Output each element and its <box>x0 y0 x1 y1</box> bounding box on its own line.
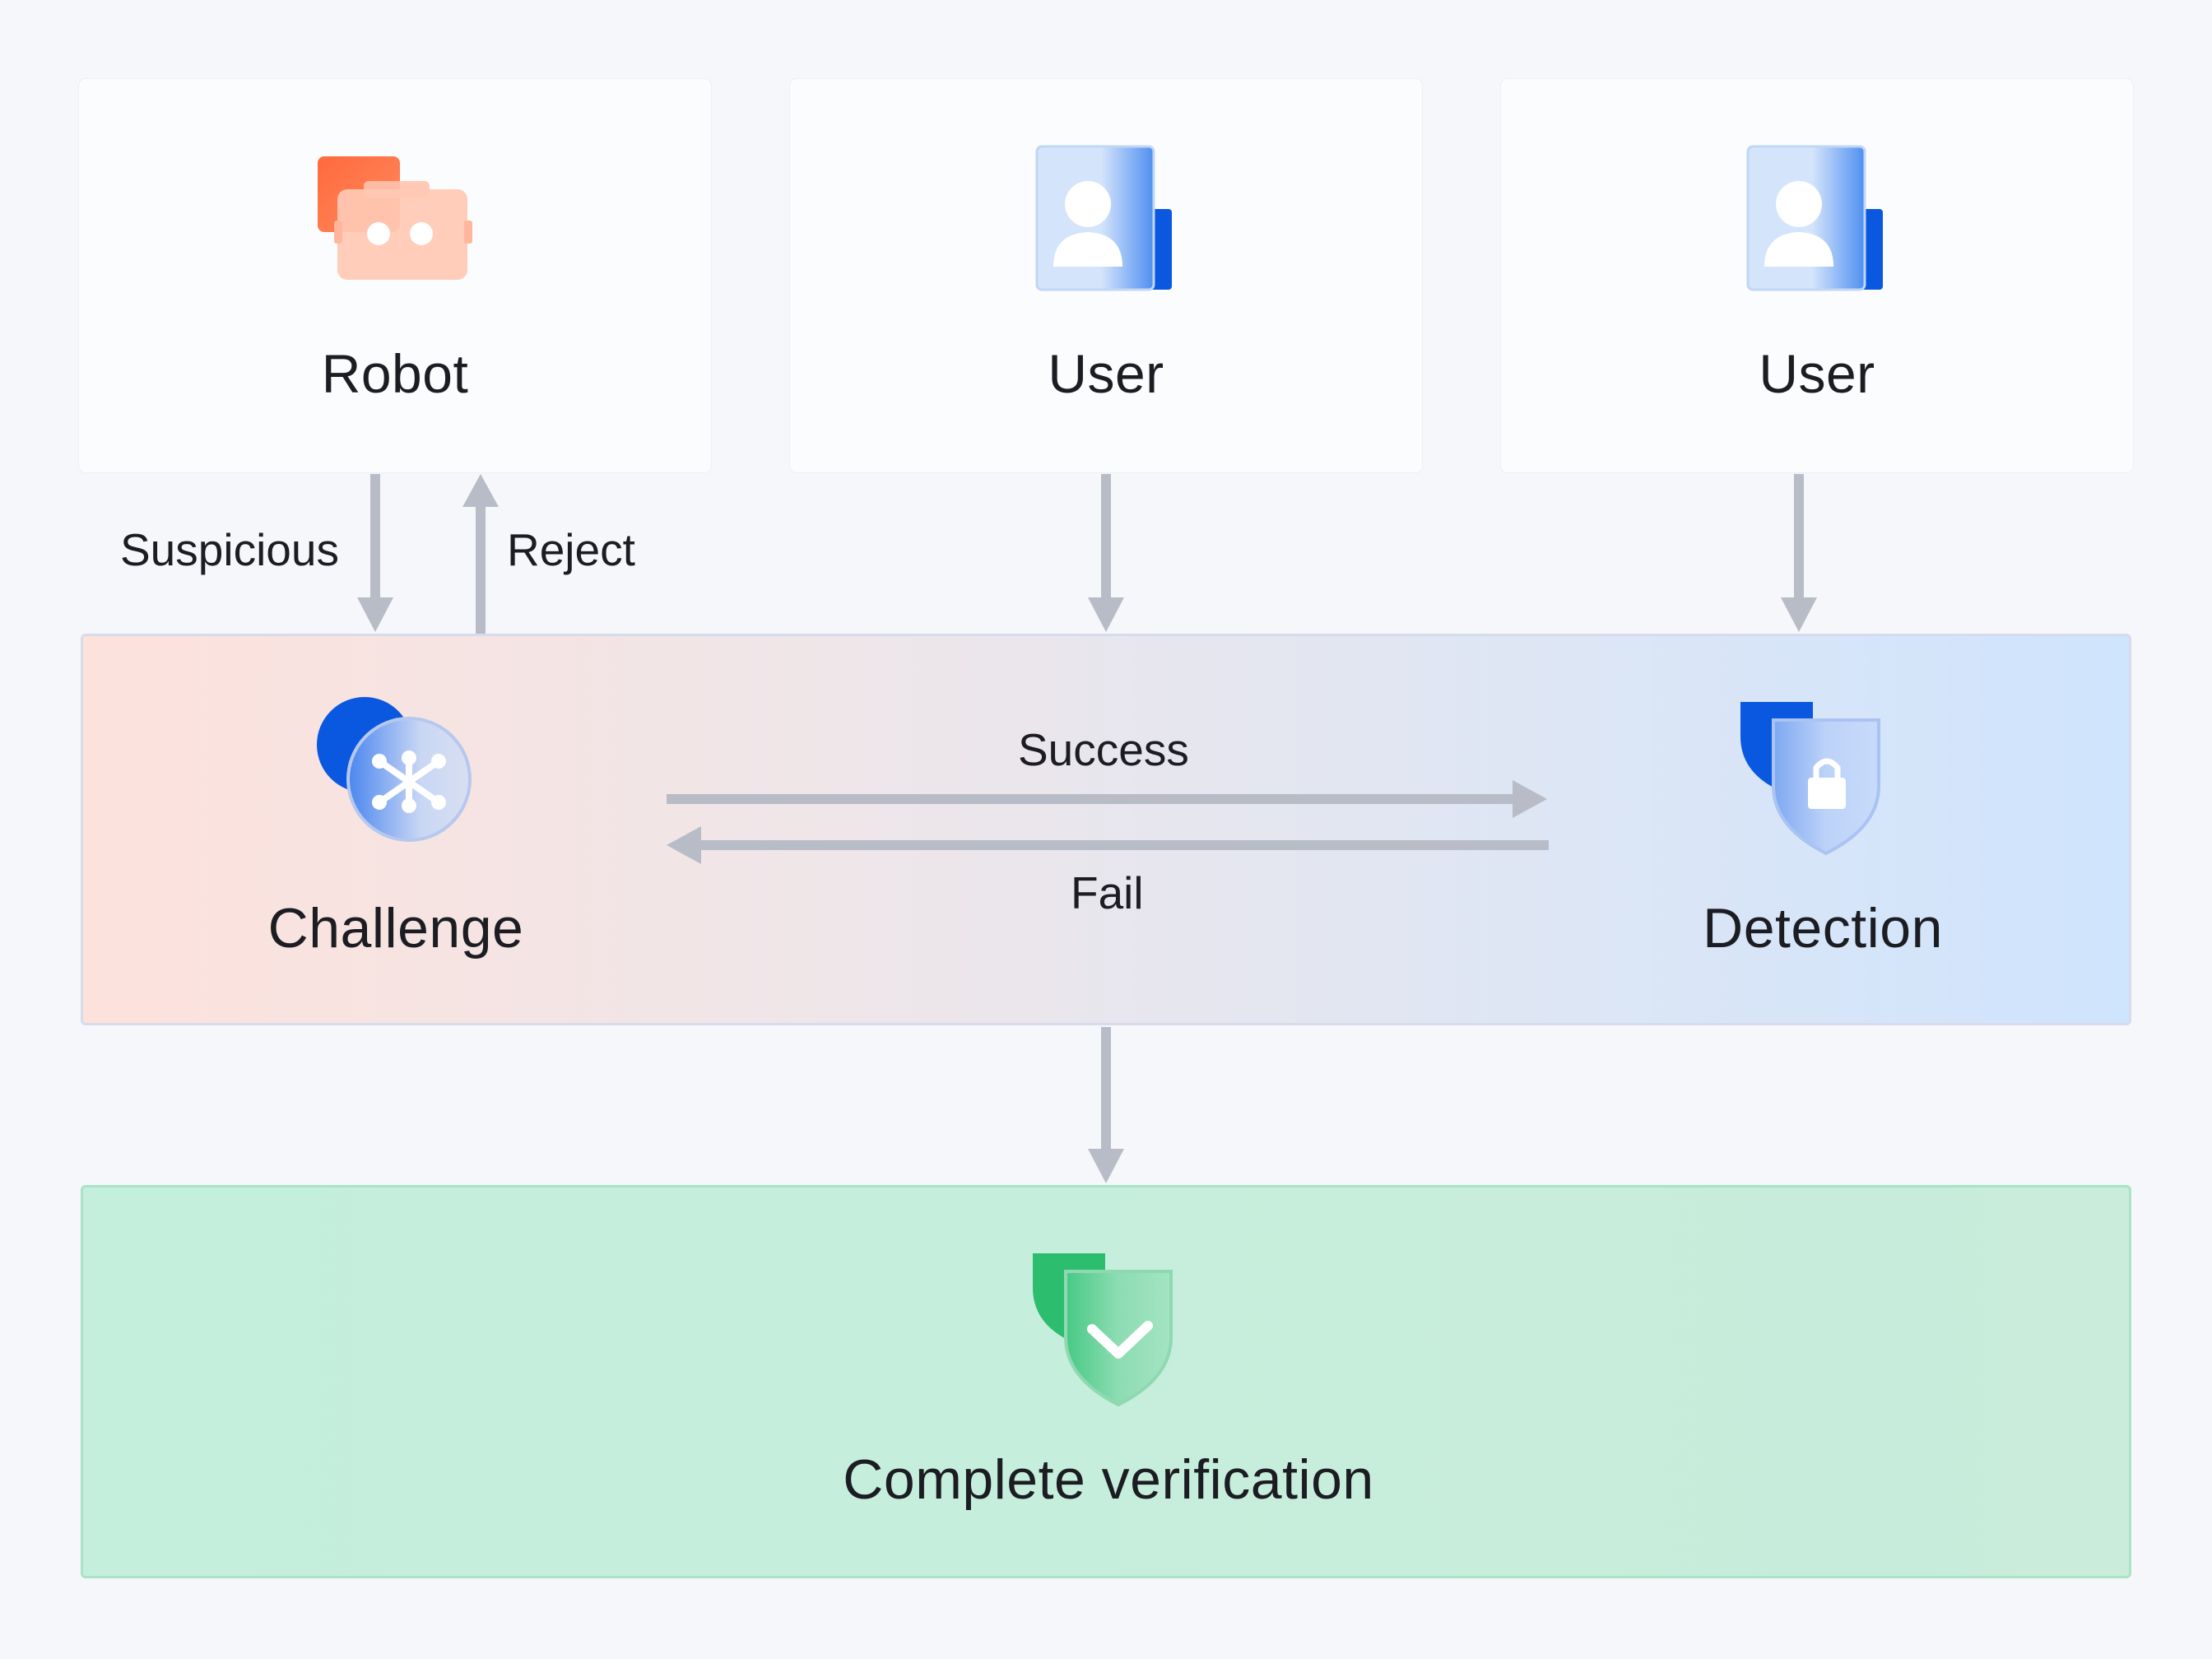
shield-lock-icon <box>1740 702 1880 856</box>
shield-check-icon <box>1033 1253 1173 1407</box>
complete-arrow-shaft <box>1101 1027 1111 1150</box>
user2-arrow-shaft <box>1794 474 1804 599</box>
success-arrow-head <box>1513 780 1547 818</box>
user2-arrow-head <box>1781 597 1817 632</box>
suspicious-arrow-shaft <box>370 474 380 599</box>
robot-icon <box>318 156 472 280</box>
complete-label: Complete verification <box>843 1448 1374 1511</box>
suspicious-label: Suspicious <box>120 524 339 575</box>
user-card-1: User <box>790 79 1422 472</box>
reject-arrow-shaft <box>476 505 486 634</box>
complete-verification-band: Complete verification <box>81 1185 2131 1578</box>
robot-label: Robot <box>321 343 469 404</box>
success-arrow-shaft <box>667 794 1517 804</box>
user1-arrow-shaft <box>1101 474 1111 599</box>
complete-arrow-head <box>1088 1149 1124 1183</box>
reject-label: Reject <box>507 524 635 575</box>
user-card-2: User <box>1501 79 2133 472</box>
challenge-label: Challenge <box>267 897 524 960</box>
robot-card: Robot <box>79 79 711 472</box>
challenge-detection-band: Challenge Detection Success Fail <box>81 634 2131 1025</box>
fail-label: Fail <box>1071 867 1144 918</box>
user-label-2: User <box>1759 343 1875 404</box>
fail-arrow-head <box>667 826 701 864</box>
detection-label: Detection <box>1703 897 1943 960</box>
user1-arrow-head <box>1088 597 1124 632</box>
success-label: Success <box>1018 724 1189 775</box>
user-label-1: User <box>1048 343 1164 404</box>
user-icon <box>1746 145 1883 291</box>
user-icon <box>1035 145 1172 291</box>
challenge-icon <box>317 697 472 842</box>
fail-arrow-shaft <box>696 840 1549 850</box>
suspicious-arrow-head <box>357 597 393 632</box>
reject-arrow-head <box>462 474 499 507</box>
